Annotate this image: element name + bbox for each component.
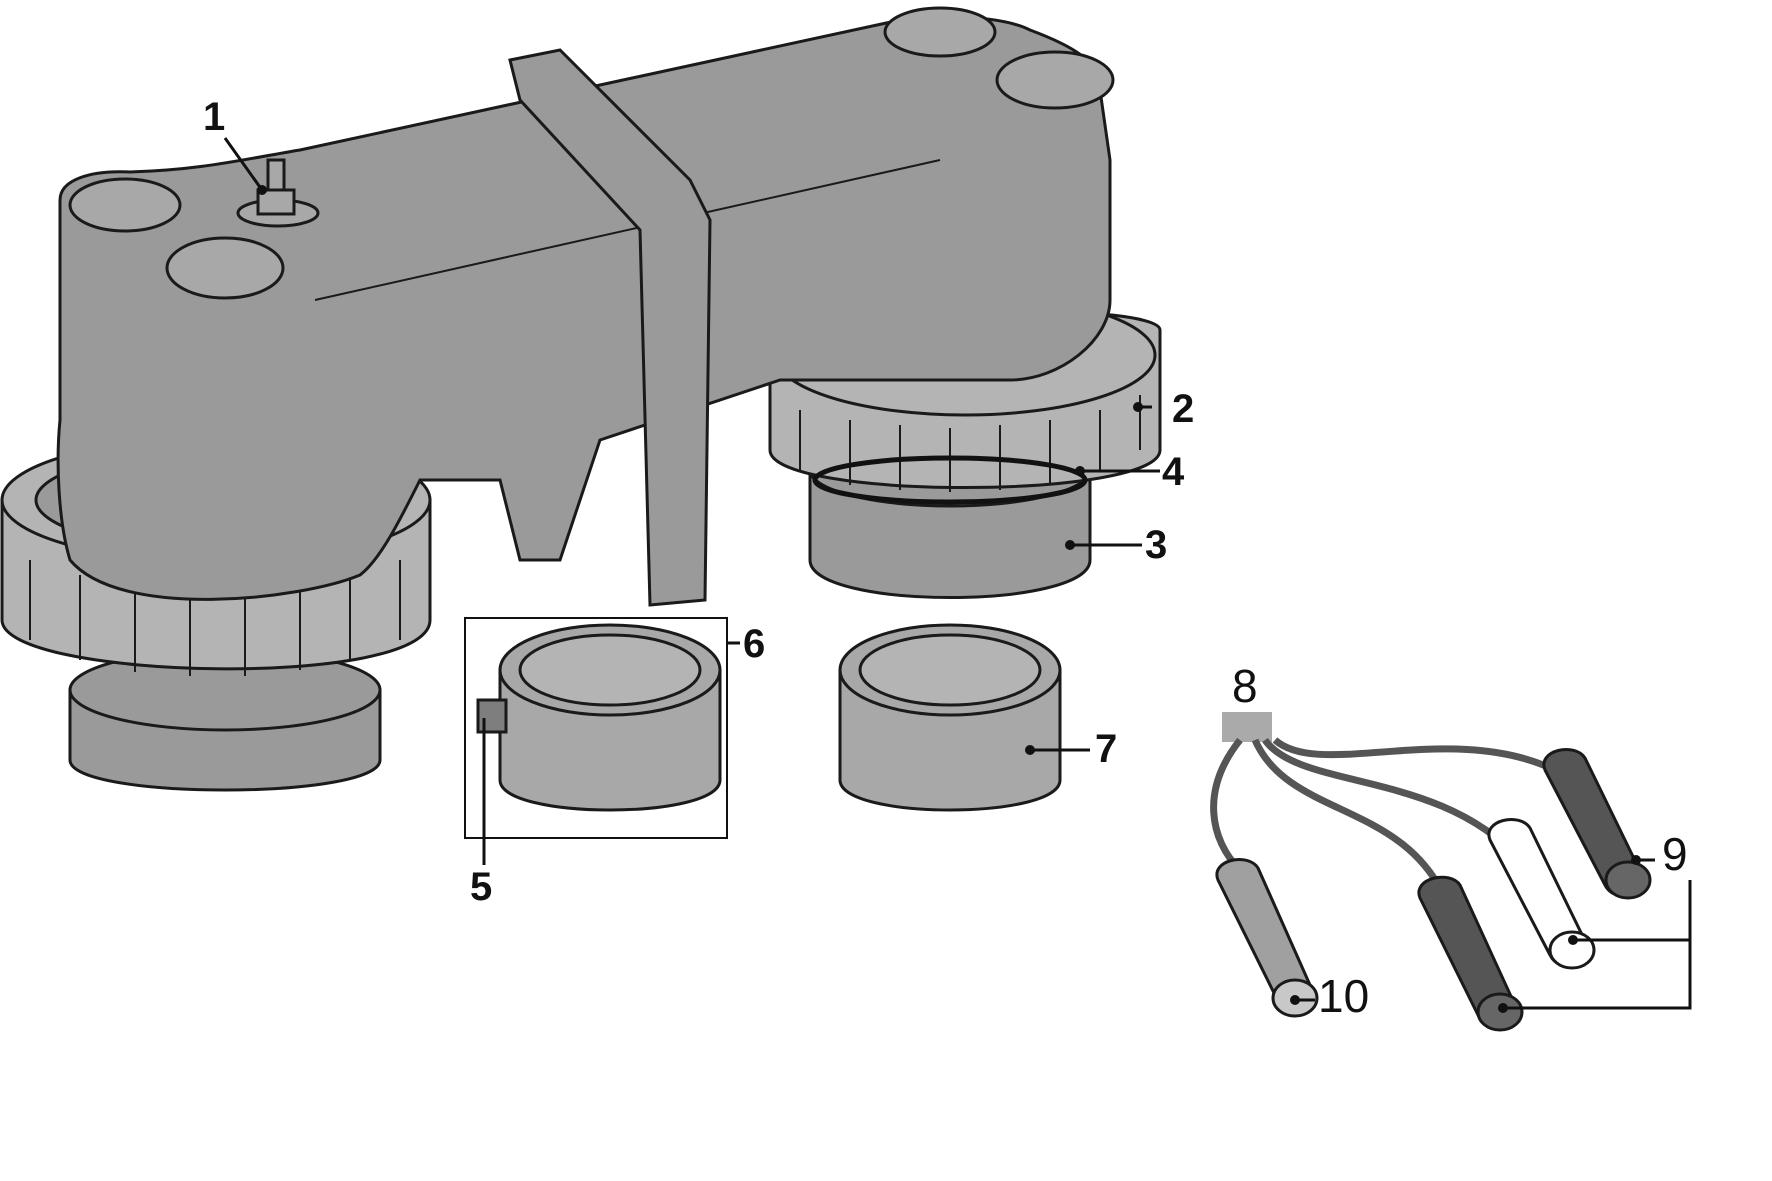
- callout-2: 2: [1172, 387, 1194, 431]
- clamp-band: [508, 48, 712, 607]
- callout-1: 1: [203, 95, 225, 139]
- probe-assembly: [1210, 712, 1652, 1032]
- callout-4: 4: [1162, 450, 1185, 494]
- sleeve: [838, 623, 1062, 812]
- leader-lines: [223, 137, 1692, 1013]
- left-center-boss: [165, 236, 285, 300]
- callout-8: 8: [1232, 660, 1258, 712]
- callout-5: 5: [470, 865, 492, 909]
- retaining-screw: [476, 698, 508, 734]
- right-center-boss: [995, 50, 1115, 110]
- callout-9: 9: [1662, 828, 1688, 880]
- callout-3: 3: [1145, 523, 1167, 567]
- part-6-box: [464, 617, 728, 839]
- probe-9-dark-upper: [1542, 748, 1652, 900]
- left-top-boss: [68, 177, 182, 233]
- callout-7: 7: [1095, 727, 1117, 771]
- manifold-body: [0, 6, 1162, 792]
- callouts: 1 2 3 4 5 6 7 8 9 10: [203, 95, 1688, 1022]
- cable-junction: [1222, 712, 1272, 742]
- callout-6: 6: [743, 622, 765, 666]
- vent-screw: [236, 158, 320, 228]
- sleeve-with-screw-group: [464, 617, 728, 839]
- o-ring: [812, 455, 1088, 505]
- probe-10: [1215, 858, 1319, 1018]
- right-top-boss: [883, 6, 997, 58]
- probe-9-white: [1487, 818, 1596, 970]
- callout-10: 10: [1318, 970, 1369, 1022]
